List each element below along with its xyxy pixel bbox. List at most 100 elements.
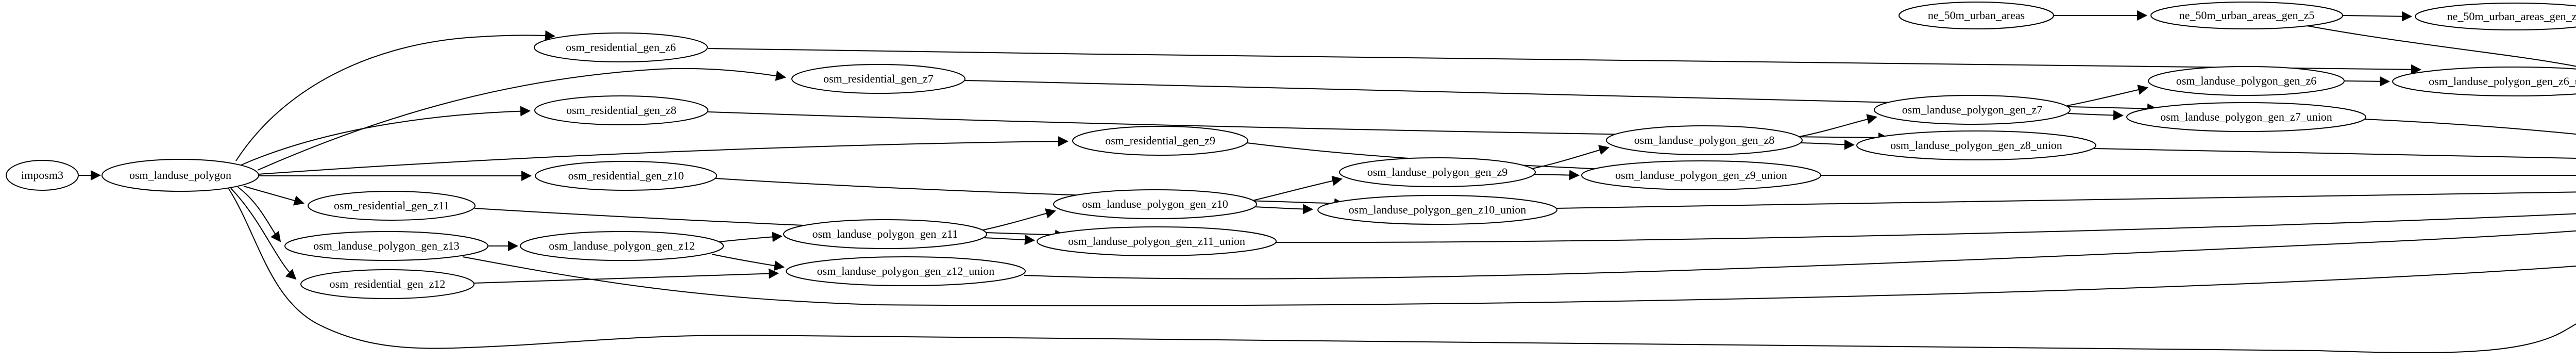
edge-osm_landuse_polygon_gen_z12_union-to-layer_landuse-z12 — [1024, 230, 2576, 279]
node-osm_landuse_polygon_gen_z10: osm_landuse_polygon_gen_z10 — [1053, 189, 1257, 219]
node-imposm3: imposm3 — [6, 160, 79, 191]
osm_landuse_polygon_gen_z13-label: osm_landuse_polygon_gen_z13 — [313, 239, 460, 252]
osm_landuse_polygon_gen_z7_union-label: osm_landuse_polygon_gen_z7_union — [2160, 110, 2332, 123]
imposm3-ellipse — [6, 160, 79, 191]
node-osm_landuse_polygon_gen_z6: osm_landuse_polygon_gen_z6 — [2148, 66, 2345, 96]
osm_landuse_polygon_gen_z6-ellipse — [2148, 66, 2345, 96]
node-osm_landuse_polygon_gen_z7_union: osm_landuse_polygon_gen_z7_union — [2126, 102, 2366, 132]
osm_landuse_polygon_gen_z10-label: osm_landuse_polygon_gen_z10 — [1082, 198, 1228, 210]
node-osm_landuse_polygon_gen_z6_union: osm_landuse_polygon_gen_z6_union — [2392, 67, 2576, 96]
imposm3-label: imposm3 — [21, 169, 63, 182]
node-osm_residential_gen_z11: osm_residential_gen_z11 — [308, 191, 476, 221]
osm_landuse_polygon_gen_z12_union-label: osm_landuse_polygon_gen_z12_union — [817, 265, 995, 277]
node-osm_landuse_polygon_gen_z13: osm_landuse_polygon_gen_z13 — [284, 231, 488, 261]
edge-osm_landuse_polygon_gen_z8-to-osm_landuse_polygon_gen_z8_union — [1800, 139, 1855, 150]
node-osm_landuse_polygon_gen_z8: osm_landuse_polygon_gen_z8 — [1606, 125, 1803, 155]
node-osm_residential_gen_z7: osm_residential_gen_z7 — [791, 64, 965, 94]
node-osm_landuse_polygon_gen_z8_union: osm_landuse_polygon_gen_z8_union — [1856, 130, 2096, 160]
osm_residential_gen_z7-label: osm_residential_gen_z7 — [823, 72, 934, 85]
osm_residential_gen_z6-label: osm_residential_gen_z6 — [566, 41, 676, 54]
edge-osm_landuse_polygon_gen_z11-to-osm_landuse_polygon_gen_z11_union — [984, 234, 1035, 245]
edge-osm_landuse_polygon-to-osm_residential_gen_z11 — [243, 186, 304, 206]
osm_residential_gen_z11-ellipse — [308, 191, 476, 221]
edge-osm_landuse_polygon_gen_z12-to-osm_landuse_polygon_gen_z12_union — [711, 254, 785, 271]
node-osm_landuse_polygon_gen_z9: osm_landuse_polygon_gen_z9 — [1339, 157, 1536, 187]
osm_landuse_polygon_gen_z8-ellipse — [1606, 125, 1803, 155]
osm_residential_gen_z12-label: osm_residential_gen_z12 — [330, 277, 446, 290]
osm_landuse_polygon_gen_z11_union-ellipse — [1037, 226, 1277, 256]
edge-osm_landuse_polygon_gen_z13-to-layer_landuse-z13 — [462, 256, 2576, 306]
edge-osm_landuse_polygon-to-osm_residential_gen_z7 — [257, 68, 786, 171]
osm_landuse_polygon_gen_z7_union-ellipse — [2126, 102, 2366, 132]
edge-osm_landuse_polygon-to-osm_residential_gen_z12 — [230, 188, 297, 280]
edge-osm_landuse_polygon-to-osm_residential_gen_z6 — [235, 30, 555, 161]
osm_residential_gen_z9-label: osm_residential_gen_z9 — [1105, 134, 1215, 147]
node-ne_50m_urban_areas: ne_50m_urban_areas — [1899, 2, 2054, 29]
osm_residential_gen_z10-label: osm_residential_gen_z10 — [568, 169, 684, 182]
edge-osm_landuse_polygon_gen_z7-to-osm_landuse_polygon_gen_z6 — [2066, 85, 2148, 106]
edge-osm_landuse_polygon_gen_z11_union-to-layer_landuse-z11 — [1274, 213, 2576, 243]
osm_landuse_polygon_gen_z6_union-label: osm_landuse_polygon_gen_z6_union — [2429, 75, 2576, 88]
osm_landuse_polygon_gen_z10_union-ellipse — [1317, 195, 1557, 225]
osm_landuse_polygon_gen_z6_union-ellipse — [2392, 67, 2576, 96]
node-osm_landuse_polygon_gen_z9_union: osm_landuse_polygon_gen_z9_union — [1581, 160, 1821, 190]
edge-osm_landuse_polygon_gen_z11-to-osm_landuse_polygon_gen_z10 — [982, 208, 1056, 231]
osm_residential_gen_z11-label: osm_residential_gen_z11 — [334, 199, 449, 212]
edges — [78, 10, 2576, 353]
osm_residential_gen_z6-ellipse — [534, 32, 708, 62]
osm_landuse_polygon_gen_z13-ellipse — [284, 231, 488, 261]
node-osm_residential_gen_z10: osm_residential_gen_z10 — [535, 161, 717, 191]
osm_landuse_polygon_gen_z11_union-label: osm_landuse_polygon_gen_z11_union — [1068, 235, 1245, 248]
edge-osm_landuse_polygon_gen_z8-to-osm_landuse_polygon_gen_z7 — [1799, 114, 1877, 137]
osm_landuse_polygon_gen_z8_union-label: osm_landuse_polygon_gen_z8_union — [1890, 139, 2062, 152]
edge-osm_residential_gen_z11-to-osm_landuse_polygon_gen_z11_union — [474, 208, 1065, 240]
osm_landuse_polygon_gen_z9-label: osm_landuse_polygon_gen_z9 — [1367, 166, 1508, 178]
node-osm_residential_gen_z6: osm_residential_gen_z6 — [534, 32, 708, 62]
nodes: imposm3 osm_landuse_polygon osm_resident… — [6, 2, 2576, 299]
osm_landuse_polygon_gen_z8-label: osm_landuse_polygon_gen_z8 — [1634, 134, 1775, 146]
edge-osm_residential_gen_z10-to-osm_landuse_polygon_gen_z10_union — [715, 178, 1345, 209]
osm_landuse_polygon_gen_z11-label: osm_landuse_polygon_gen_z11 — [812, 227, 958, 240]
node-osm_landuse_polygon_gen_z10_union: osm_landuse_polygon_gen_z10_union — [1317, 195, 1557, 225]
osm_residential_gen_z9-ellipse — [1072, 126, 1248, 156]
ne_50m_urban_areas-ellipse — [1899, 2, 2054, 29]
edge-osm_residential_gen_z6-to-osm_landuse_polygon_gen_z6_union — [707, 48, 2421, 75]
osm_landuse_polygon_gen_z10-ellipse — [1053, 189, 1257, 219]
ne_50m_urban_areas_gen_z4-label: ne_50m_urban_areas_gen_z4 — [2447, 10, 2576, 23]
node-osm_landuse_polygon_gen_z11: osm_landuse_polygon_gen_z11 — [783, 219, 987, 249]
osm_landuse_polygon_gen_z12_union-ellipse — [786, 256, 1026, 286]
node-osm_landuse_polygon_gen_z7: osm_landuse_polygon_gen_z7 — [1874, 95, 2071, 125]
edge-osm_landuse_polygon-to-osm_landuse_polygon_gen_z13 — [238, 187, 281, 242]
edge-ne_50m_urban_areas_gen_z5-to-layer_landuse-z5 — [2307, 25, 2576, 67]
node-osm_landuse_polygon: osm_landuse_polygon — [101, 159, 259, 192]
osm_landuse_polygon_gen_z7-ellipse — [1874, 95, 2071, 125]
node-osm_landuse_polygon_gen_z12: osm_landuse_polygon_gen_z12 — [520, 231, 724, 261]
osm_landuse_polygon_gen_z11-ellipse — [783, 219, 987, 249]
osm_residential_gen_z8-ellipse — [534, 95, 708, 125]
osm_landuse_polygon_gen_z8_union-ellipse — [1856, 130, 2096, 160]
edge-osm_landuse_polygon_gen_z10_union-to-layer_landuse-z10 — [1554, 191, 2576, 209]
osm_landuse_polygon_gen_z9-ellipse — [1339, 157, 1536, 187]
osm_landuse_polygon-ellipse — [101, 159, 259, 192]
osm_landuse_polygon_gen_z10_union-label: osm_landuse_polygon_gen_z10_union — [1349, 203, 1527, 216]
node-osm_landuse_polygon_gen_z11_union: osm_landuse_polygon_gen_z11_union — [1037, 226, 1277, 256]
edge-osm_landuse_polygon_gen_z9_union-to-layer_landuse-z9 — [1818, 175, 2576, 176]
edge-osm_landuse_polygon_gen_z8_union-to-layer_landuse-z8 — [2093, 148, 2576, 159]
node-osm_residential_gen_z9: osm_residential_gen_z9 — [1072, 126, 1248, 156]
osm_landuse_polygon-label: osm_landuse_polygon — [129, 169, 231, 182]
osm_landuse_polygon_gen_z6-label: osm_landuse_polygon_gen_z6 — [2176, 74, 2317, 87]
node-osm_landuse_polygon_gen_z12_union: osm_landuse_polygon_gen_z12_union — [786, 256, 1026, 286]
node-osm_residential_gen_z8: osm_residential_gen_z8 — [534, 95, 708, 125]
edge-osm_landuse_polygon_gen_z10-to-osm_landuse_polygon_gen_z10_union — [1253, 204, 1313, 215]
ne_50m_urban_areas_gen_z5-label: ne_50m_urban_areas_gen_z5 — [2179, 9, 2315, 22]
edge-osm_landuse_polygon_gen_z9-to-osm_landuse_polygon_gen_z9_union — [1531, 170, 1580, 180]
edge-osm_landuse_polygon_gen_z7_union-to-layer_landuse-z7 — [2363, 119, 2576, 135]
node-ne_50m_urban_areas_gen_z5: ne_50m_urban_areas_gen_z5 — [2150, 2, 2343, 29]
ne_50m_urban_areas-label: ne_50m_urban_areas — [1928, 9, 2025, 22]
edge-ne_50m_urban_areas_gen_z5-to-ne_50m_urban_areas_gen_z4 — [2343, 11, 2412, 22]
osm_landuse_polygon_gen_z9_union-ellipse — [1581, 160, 1821, 190]
osm_residential_gen_z12-ellipse — [300, 269, 474, 299]
osm_landuse_polygon_gen_z12-label: osm_landuse_polygon_gen_z12 — [549, 239, 695, 252]
